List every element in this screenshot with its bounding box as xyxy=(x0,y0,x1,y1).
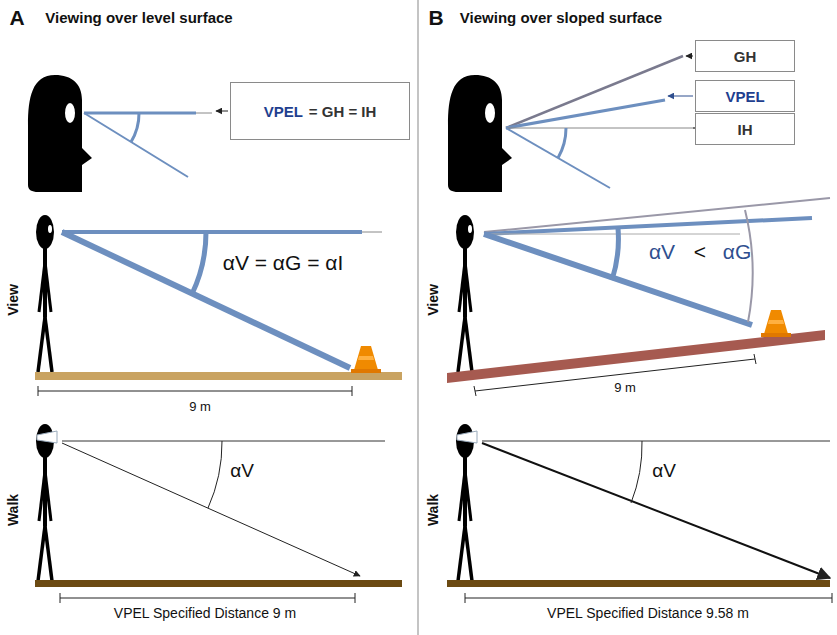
panel-letter: A xyxy=(9,6,24,29)
dimension: VPEL Specified Distance 9 m xyxy=(111,606,299,621)
angle-label: αG xyxy=(723,240,751,263)
angle-label: αV xyxy=(652,461,676,482)
equality-box: VPEL = GH = IH xyxy=(230,82,410,140)
box-text: IH xyxy=(738,121,753,138)
dimension: 9 m xyxy=(186,400,214,414)
angle-label: αV = αG = αI xyxy=(223,251,343,274)
angle-label: αV xyxy=(649,240,675,263)
box-text: VPEL xyxy=(264,103,303,120)
panel-title: Viewing over sloped surface xyxy=(460,10,662,27)
panel-letter: B xyxy=(428,6,443,29)
angle-label: αV xyxy=(230,461,254,482)
vpel-box: VPEL xyxy=(695,80,795,112)
row-label: Walk xyxy=(6,494,21,526)
box-text: VPEL xyxy=(725,88,764,105)
row-label: View xyxy=(6,284,21,316)
dimension: VPEL Specified Distance 9.58 m xyxy=(544,606,752,621)
ih-box: IH xyxy=(695,113,795,145)
box-text: = GH = IH xyxy=(309,103,377,120)
row-label: View xyxy=(426,284,441,316)
box-text: GH xyxy=(734,48,757,65)
panel-title: Viewing over level surface xyxy=(45,10,232,27)
angle-label: < xyxy=(694,240,706,263)
gh-box: GH xyxy=(695,40,795,72)
dimension: 9 m xyxy=(611,381,639,395)
row-label: Walk xyxy=(426,494,441,526)
